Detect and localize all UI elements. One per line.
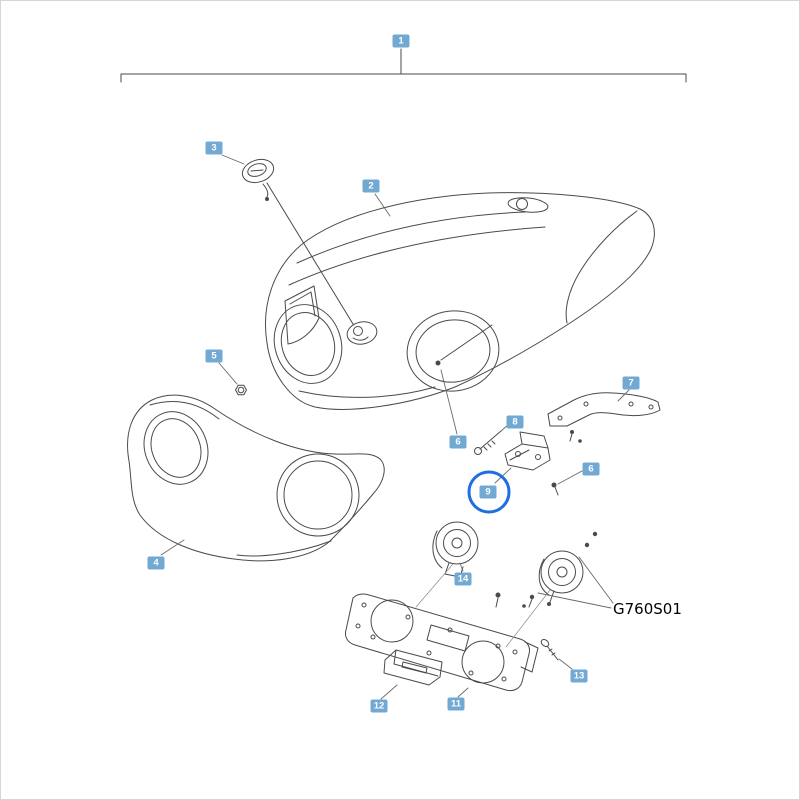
ref-leader-lines: [537, 556, 614, 609]
callout-part-11[interactable]: 11: [447, 697, 465, 711]
diagram-ref-code: G760S01: [613, 600, 682, 618]
assembly-bracket-line: [120, 48, 687, 83]
hood-part: [265, 192, 655, 410]
callout-part-9[interactable]: 9: [479, 485, 497, 499]
support-bracket-part: [547, 392, 661, 443]
bolt-part-13: [540, 638, 559, 661]
fog-lamp-left: [432, 521, 479, 578]
callout-part-4[interactable]: 4: [147, 556, 165, 570]
callout-part-3[interactable]: 3: [205, 141, 223, 155]
small-screws: [495, 531, 598, 608]
lamp-bracket-part: [504, 431, 551, 471]
bolt-part-8: [474, 430, 502, 455]
fuel-cap-part: [241, 158, 354, 325]
callout-part-7[interactable]: 7: [622, 376, 640, 390]
callout-part-5[interactable]: 5: [205, 349, 223, 363]
callout-part-12[interactable]: 12: [370, 699, 388, 713]
lower-panel-part: [345, 593, 539, 692]
callout-leader-lines: [160, 154, 630, 700]
callout-part-1[interactable]: 1: [392, 34, 410, 48]
nut-part: [235, 384, 247, 396]
handle-part: [383, 649, 443, 686]
callout-part-6b[interactable]: 6: [582, 462, 600, 476]
alignment-lines: [415, 563, 551, 648]
callout-part-2[interactable]: 2: [362, 179, 380, 193]
grille-part: [127, 394, 385, 562]
callout-part-6a[interactable]: 6: [449, 435, 467, 449]
screw-part-6b: [551, 482, 559, 496]
callout-part-13[interactable]: 13: [570, 669, 588, 683]
fog-lamp-right: [538, 550, 584, 606]
callout-part-8[interactable]: 8: [506, 415, 524, 429]
callout-part-14[interactable]: 14: [454, 572, 472, 586]
